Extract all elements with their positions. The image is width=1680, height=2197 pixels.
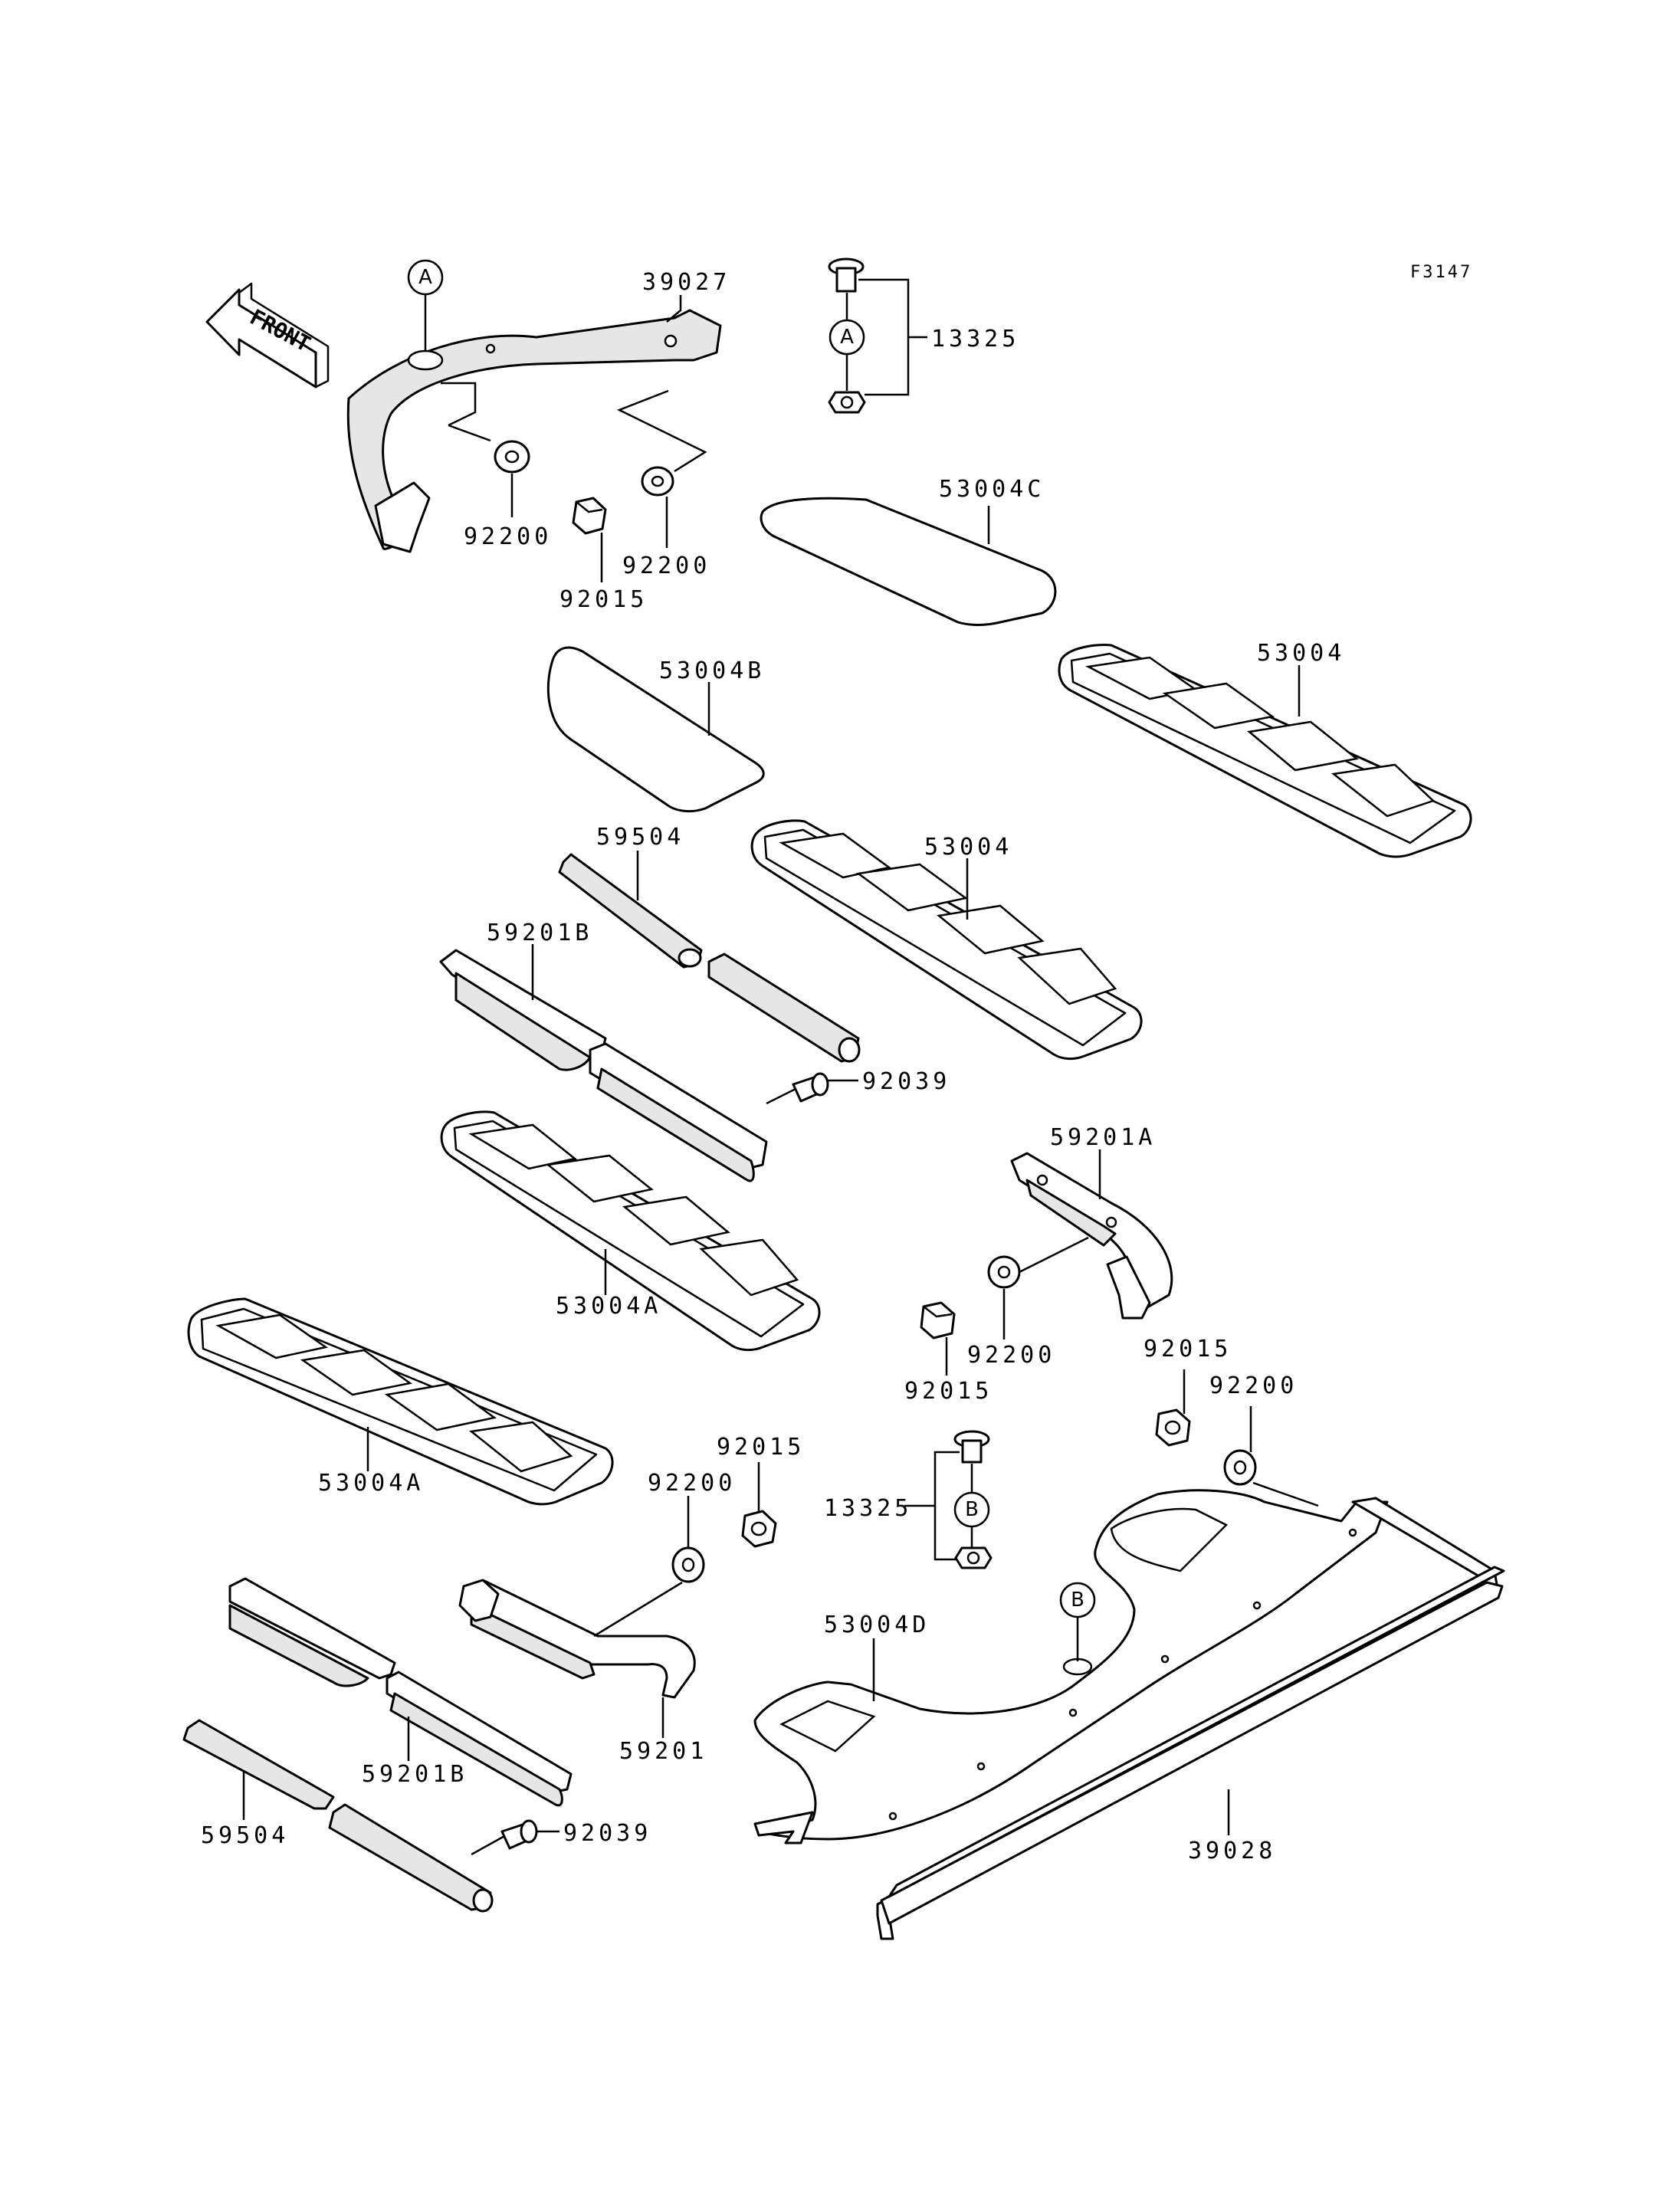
part-92200-washer-c <box>987 1255 1021 1289</box>
part-92039-rivet-low <box>471 1819 538 1856</box>
part-13325-low-bolt <box>953 1430 993 1569</box>
part-59504-rod-low-a <box>182 1719 335 1810</box>
part-39028-rail <box>876 1497 1505 1940</box>
part-53004B-pad <box>546 646 765 813</box>
part-59504-rod-low-b <box>328 1803 494 1913</box>
part-92015-nut-b <box>920 1301 956 1340</box>
label-13325-low: 13325 <box>824 1495 912 1522</box>
label-92200-c: 92200 <box>967 1342 1055 1369</box>
label-92200-b: 92200 <box>622 553 710 579</box>
part-39027-handle <box>346 309 722 553</box>
label-53004A-mid: 53004A <box>556 1293 661 1320</box>
callout-a-top-left: A <box>407 259 444 296</box>
part-lower-channel-a <box>228 1577 396 1687</box>
label-53004B: 53004B <box>659 657 765 684</box>
part-59201B-channel-low <box>386 1671 573 1807</box>
diagram-code: F3147 <box>1410 263 1472 282</box>
part-92039-rivet-top <box>766 1072 829 1105</box>
label-39028: 39028 <box>1188 1838 1276 1864</box>
label-92200-d: 92200 <box>1209 1372 1298 1399</box>
label-13325-top: 13325 <box>931 326 1019 353</box>
front-arrow-icon: FRONT <box>205 282 330 389</box>
part-59201B-channel-top <box>439 949 607 1071</box>
label-92015-c: 92015 <box>1144 1336 1232 1362</box>
part-92200-washer-d <box>1223 1449 1257 1486</box>
part-53004-mat-mid <box>750 819 1143 1061</box>
label-59201B-low: 59201B <box>362 1761 468 1788</box>
label-59201A: 59201A <box>1050 1124 1156 1151</box>
part-92200-washer-b <box>641 466 674 497</box>
label-59201B-top: 59201B <box>487 920 592 946</box>
svg-text:A: A <box>418 266 432 289</box>
label-59201: 59201 <box>619 1738 707 1765</box>
part-59201A-bracket <box>1010 1152 1173 1320</box>
label-59504-low: 59504 <box>201 1822 289 1849</box>
part-13325-top-bolt <box>828 257 866 414</box>
label-53004C: 53004C <box>939 476 1045 503</box>
part-92015-nut-d <box>741 1510 777 1548</box>
label-53004-mid: 53004 <box>924 834 1012 861</box>
part-59201-bracket <box>458 1579 696 1699</box>
label-92039-low: 92039 <box>563 1820 651 1847</box>
label-92015-b: 92015 <box>904 1378 993 1405</box>
callout-a-top-mid: A <box>829 319 865 356</box>
part-59504-rod-top <box>558 853 703 969</box>
callout-b-right: B <box>1059 1582 1096 1618</box>
part-92200-washer-e <box>671 1546 705 1583</box>
callout-b-mid: B <box>953 1491 990 1528</box>
svg-text:A: A <box>840 326 854 349</box>
label-59504-top: 59504 <box>596 824 684 851</box>
part-53004C-pad <box>760 497 1057 626</box>
label-92200-e: 92200 <box>648 1470 736 1497</box>
part-92015-nut-a <box>572 497 607 535</box>
part-92015-nut-c <box>1155 1408 1191 1447</box>
part-53004D-deck <box>753 1489 1389 1844</box>
label-92200-a: 92200 <box>464 523 552 550</box>
part-92200-washer-a <box>494 440 530 474</box>
label-39027: 39027 <box>642 269 730 296</box>
label-53004-top: 53004 <box>1257 640 1345 667</box>
part-59201B-channel-mid <box>589 1042 768 1182</box>
label-92015-d: 92015 <box>717 1434 805 1461</box>
leader-lines <box>242 278 1319 1835</box>
part-59504-rod-mid <box>707 953 861 1063</box>
label-92015-a: 92015 <box>559 586 648 613</box>
svg-text:B: B <box>965 1498 979 1521</box>
part-53004A-mat-mid <box>440 1110 821 1352</box>
part-53004-mat-top <box>1058 644 1472 858</box>
label-53004A-low: 53004A <box>318 1470 424 1497</box>
svg-text:B: B <box>1071 1589 1084 1612</box>
part-53004A-mat-low <box>187 1297 614 1506</box>
label-92039-top: 92039 <box>862 1068 950 1095</box>
label-53004D: 53004D <box>824 1612 930 1638</box>
